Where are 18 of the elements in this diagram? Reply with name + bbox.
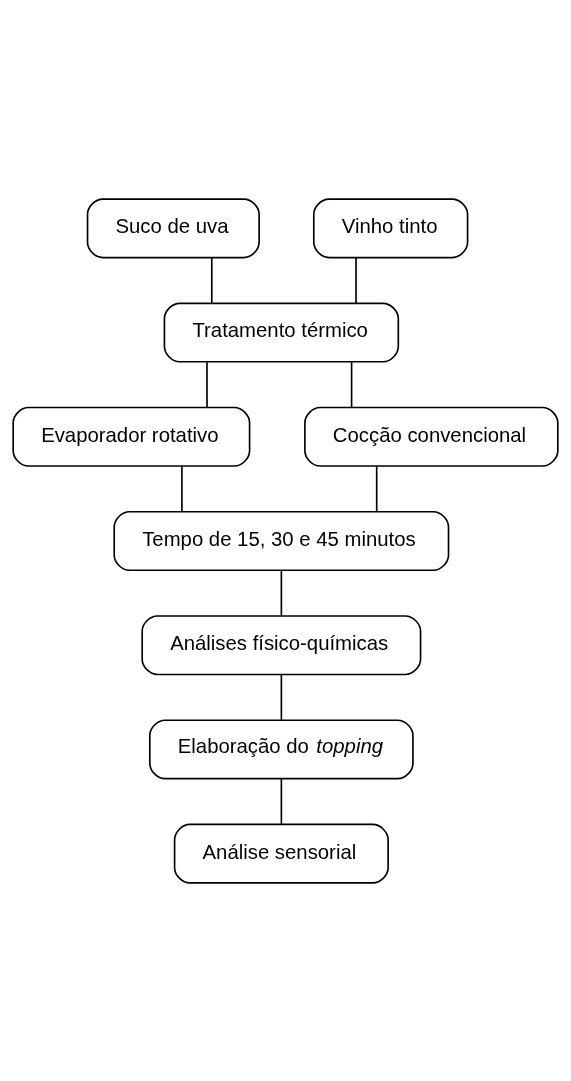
connector xyxy=(350,360,353,408)
connector xyxy=(375,465,378,513)
node-box: Tempo de 15, 30 e 45 minutos xyxy=(113,510,450,571)
node-box: Tratamento térmico xyxy=(163,302,400,363)
connector xyxy=(181,465,183,513)
connector xyxy=(280,777,283,825)
connector xyxy=(206,360,208,408)
node-box: Suco de uva xyxy=(86,197,260,258)
connector xyxy=(210,256,213,304)
node-box: Vinho tinto xyxy=(312,197,469,258)
node-box: Elaboração do topping xyxy=(149,718,414,779)
connector xyxy=(280,569,283,617)
node-box: Evaporador rotativo xyxy=(12,406,251,467)
connector xyxy=(355,256,357,304)
node-box: Análises físico-químicas xyxy=(141,614,422,675)
node-box: Análise sensorial xyxy=(173,823,389,884)
node-box: Cocção convencional xyxy=(304,406,559,467)
connector xyxy=(280,673,283,721)
